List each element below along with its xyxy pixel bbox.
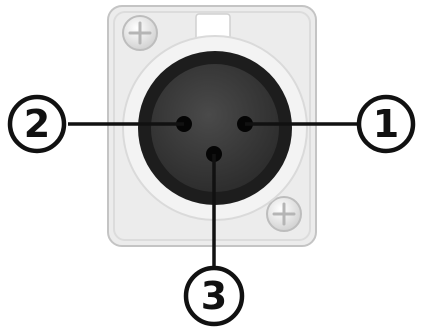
phillips-screw-icon <box>122 15 158 51</box>
mounting-plate-inner-shade <box>113 11 311 241</box>
callout-label-2: 2 <box>24 102 50 146</box>
callout-pin-2: 2 <box>7 94 67 154</box>
callout-pin-3: 3 <box>183 265 245 327</box>
callout-pin-1: 1 <box>356 94 416 154</box>
socket-face <box>151 64 279 192</box>
callout-label-1: 1 <box>373 102 399 146</box>
callout-label-3: 3 <box>201 274 227 318</box>
phillips-screw-icon <box>266 196 302 232</box>
